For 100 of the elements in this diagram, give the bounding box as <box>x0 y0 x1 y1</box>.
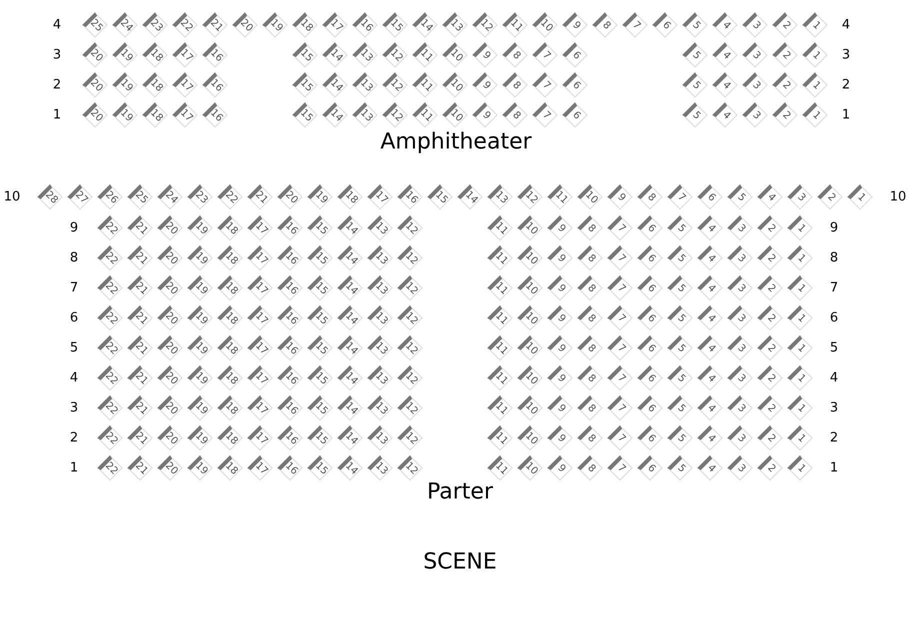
seat-number: 7 <box>615 283 627 295</box>
seat-number: 4 <box>705 463 717 475</box>
seat-marker <box>97 395 123 421</box>
seat-number: 11 <box>418 48 434 64</box>
seat-number: 15 <box>298 108 314 124</box>
seat-marker <box>757 215 783 241</box>
seat-marker <box>397 335 423 361</box>
seat-number: 5 <box>690 80 702 92</box>
seat-marker <box>697 365 723 391</box>
seat-marker <box>442 72 468 98</box>
seat-number: 4 <box>705 313 717 325</box>
seat-number: 7 <box>615 313 627 325</box>
seat-number: 10 <box>523 341 540 358</box>
seat-marker <box>382 12 408 38</box>
seat-marker <box>487 335 513 361</box>
seat-marker <box>352 72 378 98</box>
seat-number: 11 <box>493 251 510 268</box>
seat-number: 22 <box>103 401 120 418</box>
seat-marker <box>487 455 513 481</box>
seat-number: 24 <box>163 190 180 206</box>
seat-marker <box>787 455 813 481</box>
seat-number: 4 <box>705 223 717 235</box>
seat-marker <box>82 102 108 128</box>
seat-number: 5 <box>690 20 702 32</box>
seat-marker <box>577 455 603 481</box>
seat-marker <box>322 102 348 128</box>
seat-number: 15 <box>313 461 330 478</box>
seat-number: 9 <box>555 403 567 415</box>
seat-marker <box>172 12 198 38</box>
row-number: 9 <box>70 220 78 236</box>
seat-number: 21 <box>133 371 150 388</box>
seat-number: 6 <box>645 223 657 235</box>
seat-marker <box>172 72 198 98</box>
seat-marker <box>577 275 603 301</box>
seat-number: 7 <box>630 20 642 32</box>
seat-marker <box>142 102 168 128</box>
seat-marker <box>547 215 573 241</box>
seat-number: 9 <box>555 343 567 355</box>
seat-marker <box>352 12 378 38</box>
seat-marker <box>112 102 138 128</box>
seat-number: 7 <box>540 110 552 122</box>
seat-number: 2 <box>765 253 777 265</box>
seat-marker <box>547 395 573 421</box>
seat-marker <box>787 335 813 361</box>
seat-marker <box>667 215 693 241</box>
seat-number: 10 <box>523 251 540 268</box>
seat-number: 20 <box>88 48 104 64</box>
seat-marker <box>187 215 213 241</box>
seat-marker <box>577 425 603 451</box>
seat-number: 1 <box>795 433 807 445</box>
seat-marker <box>307 455 333 481</box>
seat-number: 17 <box>253 281 270 298</box>
seat-marker <box>472 12 498 38</box>
seat-number: 6 <box>570 50 582 62</box>
seat-marker <box>682 12 708 38</box>
seat-marker <box>97 305 123 331</box>
row-number: 5 <box>70 340 78 356</box>
seat-number: 14 <box>328 108 344 124</box>
seat-marker <box>307 184 333 210</box>
seat-marker <box>367 305 393 331</box>
seat-number: 5 <box>675 313 687 325</box>
seat-number: 4 <box>720 110 732 122</box>
seat-number: 20 <box>283 190 300 206</box>
seat-marker <box>472 102 498 128</box>
seat-marker <box>247 395 273 421</box>
seat-marker <box>772 102 798 128</box>
seat-number: 13 <box>358 48 374 64</box>
seat-number: 14 <box>418 18 434 34</box>
seat-marker <box>442 102 468 128</box>
seat-marker <box>517 455 543 481</box>
seat-number: 5 <box>675 433 687 445</box>
seat-marker <box>622 12 648 38</box>
seat-marker <box>517 365 543 391</box>
seat-marker <box>547 184 573 210</box>
seat-number: 3 <box>795 192 807 204</box>
seat-marker <box>397 275 423 301</box>
seat-marker <box>637 275 663 301</box>
seat-number: 16 <box>283 251 300 268</box>
seat-marker <box>157 455 183 481</box>
seat-number: 15 <box>313 221 330 238</box>
seat-number: 9 <box>570 20 582 32</box>
seat-marker <box>697 275 723 301</box>
seat-marker <box>412 12 438 38</box>
seat-number: 8 <box>510 80 522 92</box>
row-number: 10 <box>890 190 906 204</box>
seat-marker <box>277 215 303 241</box>
seat-marker <box>397 365 423 391</box>
seat-marker <box>727 425 753 451</box>
seat-number: 17 <box>253 251 270 268</box>
seat-number: 1 <box>810 20 822 32</box>
seat-number: 16 <box>283 311 300 328</box>
seat-number: 17 <box>253 371 270 388</box>
seat-marker <box>157 335 183 361</box>
seat-marker <box>682 102 708 128</box>
seat-marker <box>787 305 813 331</box>
seat-marker <box>667 335 693 361</box>
seat-marker <box>712 102 738 128</box>
seat-number: 25 <box>133 190 150 206</box>
seat-number: 9 <box>555 463 567 475</box>
seat-marker <box>577 335 603 361</box>
